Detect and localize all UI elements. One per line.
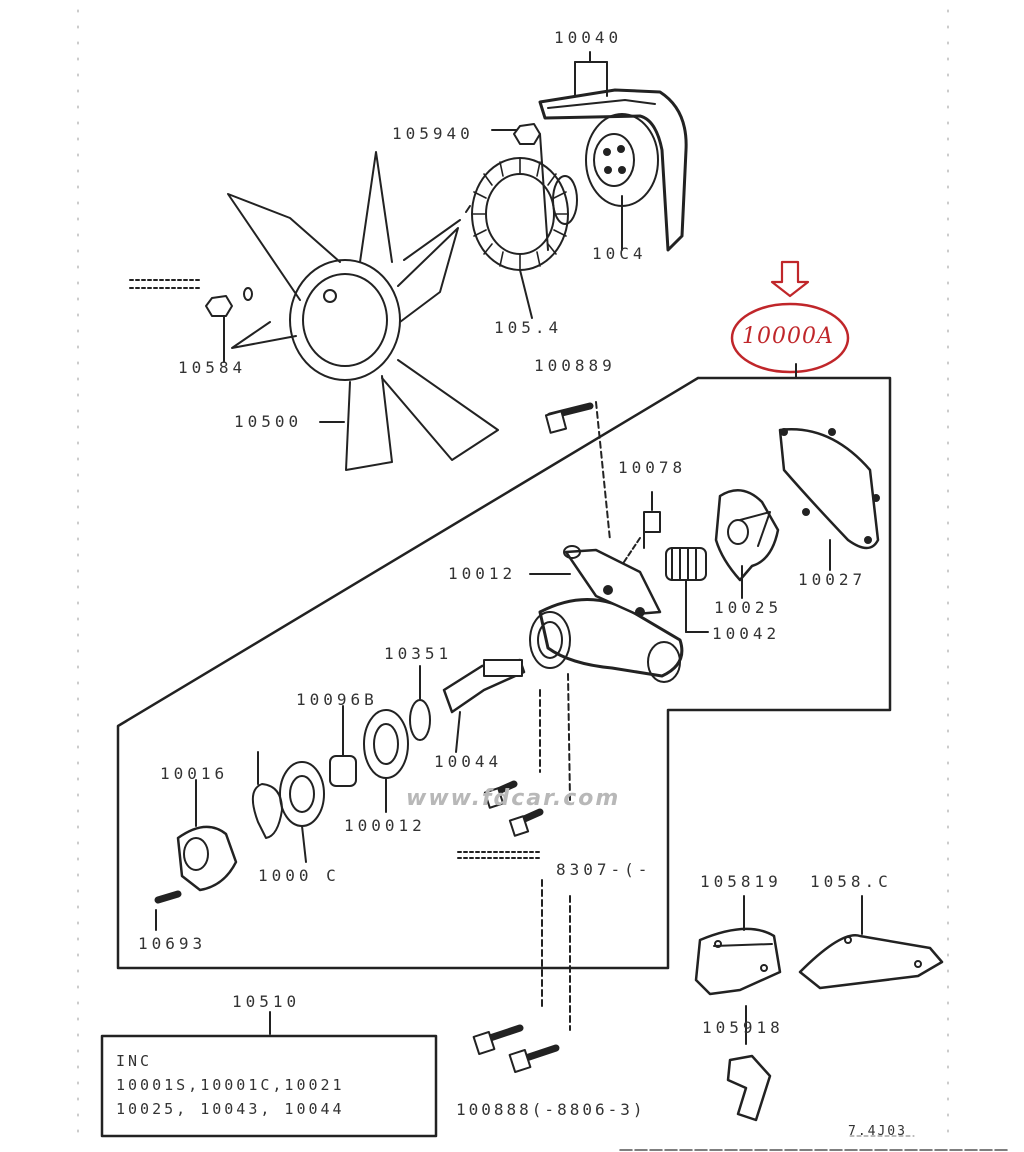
kit-box-line-2: 10001S,10001C,10021 bbox=[116, 1076, 345, 1094]
assembly-annotation: 10000A bbox=[742, 324, 834, 349]
label-10016: 10016 bbox=[160, 764, 229, 783]
label-105819: 105819 bbox=[700, 872, 782, 891]
label-10025: 10025 bbox=[714, 598, 783, 617]
label-bolt-100888: 100888(-8806-3) bbox=[456, 1100, 646, 1119]
label-10027: 10027 bbox=[798, 570, 867, 589]
label-10042: 10042 bbox=[712, 624, 781, 643]
kit-box-line-3: 10025, 10043, 10044 bbox=[116, 1100, 345, 1118]
label-10693: 10693 bbox=[138, 934, 207, 953]
label-105918: 105918 bbox=[702, 1018, 784, 1037]
label-1058c: 1058.C bbox=[810, 872, 892, 891]
label-10510: 10510 bbox=[232, 992, 301, 1011]
label-10078: 10078 bbox=[618, 458, 687, 477]
label-10012: 10012 bbox=[448, 564, 517, 583]
label-10584: 10584 bbox=[178, 358, 247, 377]
kit-box-line-1: INC bbox=[116, 1052, 153, 1070]
label-10096B: 10096B bbox=[296, 690, 378, 709]
page-code: 7.4J03 bbox=[848, 1124, 907, 1139]
label-bolt-8307: 8307-(- bbox=[556, 860, 652, 879]
watermark: www.fdcar.com bbox=[406, 786, 621, 811]
label-10351: 10351 bbox=[384, 644, 453, 663]
label-100012: 100012 bbox=[344, 816, 426, 835]
label-105-4: 105.4 bbox=[494, 318, 563, 337]
label-10044: 10044 bbox=[434, 752, 503, 771]
label-10C4: 10C4 bbox=[592, 244, 647, 263]
label-10500: 10500 bbox=[234, 412, 303, 431]
label-10040: 10040 bbox=[554, 28, 623, 47]
label-100889: 100889 bbox=[534, 356, 616, 375]
label-1000c: 1000 C bbox=[258, 866, 340, 885]
label-105940: 105940 bbox=[392, 124, 474, 143]
